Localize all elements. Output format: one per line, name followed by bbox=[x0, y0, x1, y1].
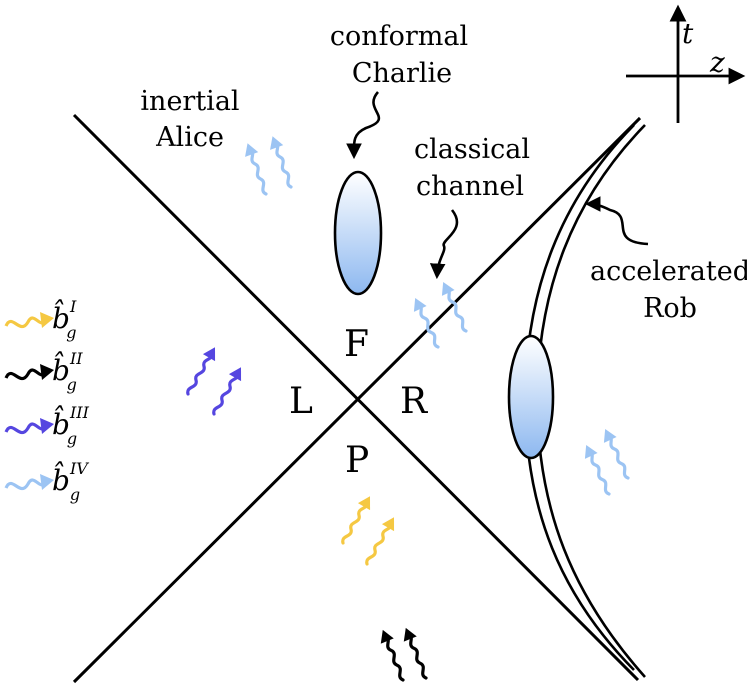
mode-iv-wave bbox=[435, 277, 474, 336]
charlie-pointer-arrow bbox=[346, 91, 381, 160]
mode-iii-wave bbox=[206, 362, 249, 420]
rob-caption-line1: accelerated bbox=[590, 256, 747, 287]
mode-i-wave bbox=[335, 491, 378, 549]
alice-caption-line2: Alice bbox=[155, 122, 224, 153]
mode-iv-wave bbox=[597, 424, 636, 483]
mode-i-wave bbox=[359, 512, 402, 570]
channel-pointer-arrow bbox=[429, 209, 459, 280]
region-past-label: P bbox=[345, 440, 369, 481]
alice-caption-line1: inertial bbox=[140, 86, 239, 117]
charlie-caption-line2: Charlie bbox=[352, 58, 452, 89]
mode-ii-wave bbox=[397, 623, 435, 683]
time-axis-label: t bbox=[682, 17, 694, 50]
light-cone-line-ascending bbox=[72, 116, 642, 684]
region-right-label: R bbox=[400, 381, 428, 422]
channel-caption-line1: classical bbox=[414, 134, 530, 165]
charlie-detector bbox=[333, 170, 383, 296]
space-axis-label: z bbox=[709, 46, 725, 79]
rob-caption-line2: Rob bbox=[643, 293, 697, 324]
charlie-caption-line1: conformal bbox=[330, 21, 468, 52]
mode-iv-wave bbox=[578, 440, 617, 499]
light-cone-line-descending bbox=[72, 113, 640, 682]
mode-iv-wave bbox=[264, 132, 300, 191]
region-left-label: L bbox=[289, 381, 313, 422]
mode-iv-wave bbox=[239, 139, 275, 198]
channel-caption-line2: channel bbox=[416, 171, 524, 202]
region-future-label: F bbox=[344, 324, 369, 365]
mode-iii-wave bbox=[180, 342, 223, 400]
rob-detector bbox=[507, 334, 555, 460]
mode-ii-wave bbox=[374, 625, 412, 685]
rob-pointer-arrow bbox=[584, 196, 649, 246]
